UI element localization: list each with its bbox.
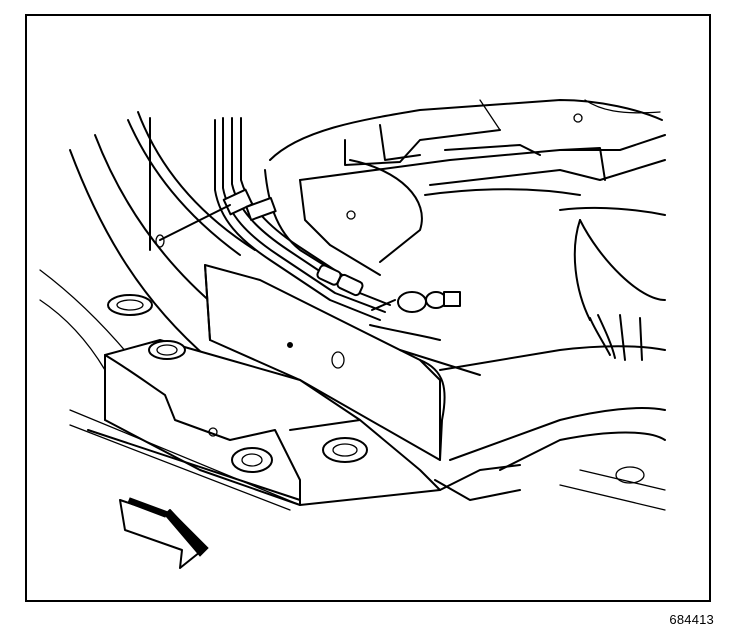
right-crossmember	[439, 206, 666, 511]
front-direction-arrow-icon	[119, 497, 209, 569]
upper-floor-structure	[264, 99, 666, 276]
lower-frame-rail	[69, 294, 521, 511]
mounting-bracket	[204, 264, 481, 461]
line-connectors	[155, 188, 461, 313]
figure-number: 684413	[669, 612, 714, 627]
